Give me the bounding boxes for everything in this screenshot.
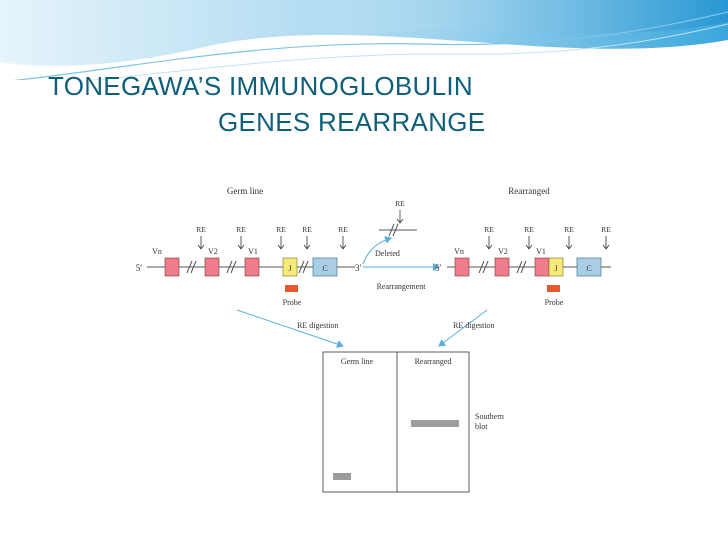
- down-arrow-icon: [525, 236, 533, 250]
- germline-v2-label: V2: [208, 247, 218, 256]
- rearrangement-figure: Germ line Rearranged 5′ 3′ J C Vn V2 V1: [117, 152, 613, 502]
- blot-rearranged-header: Rearranged: [415, 357, 452, 366]
- rearranged-probe-label: Probe: [545, 298, 564, 307]
- germline-c-segment: [312, 257, 338, 277]
- re-label: RE: [236, 225, 246, 234]
- germline-v1-segment: [244, 257, 260, 277]
- germline-re-site-4: RE: [302, 225, 312, 250]
- re-digestion-arrow-right: [438, 309, 488, 347]
- germline-3prime: 3′: [355, 263, 362, 273]
- germline-j-segment: [282, 257, 298, 277]
- rearranged-5prime: 5′: [435, 263, 442, 273]
- germline-v1-label: V1: [248, 247, 258, 256]
- break-mark-deleted: [388, 223, 399, 237]
- header-wave-banner: [0, 0, 728, 80]
- deleted-label: Deleted: [375, 249, 400, 258]
- rearranged-v2-segment: [494, 257, 510, 277]
- down-arrow-icon: [396, 210, 404, 224]
- rearranged-re-site-1: RE: [484, 225, 494, 250]
- rearranged-re-site-2: RE: [524, 225, 534, 250]
- germline-c-label: C: [322, 264, 327, 273]
- break-mark-2: [226, 260, 237, 274]
- rearrangement-diagram: Germ line Rearranged 5′ 3′ J C Vn V2 V1: [136, 186, 611, 493]
- down-arrow-icon: [303, 236, 311, 250]
- down-arrow-icon: [339, 236, 347, 250]
- rearranged-band: [411, 420, 459, 427]
- re-digestion-label-right: RE digestion: [453, 321, 495, 330]
- down-arrow-icon: [277, 236, 285, 250]
- germline-probe-label: Probe: [283, 298, 302, 307]
- break-mark-5: [516, 260, 527, 274]
- germline-v2-segment: [204, 257, 220, 277]
- down-arrow-icon: [197, 236, 205, 250]
- germline-vn-segment: [164, 257, 180, 277]
- deleted-re-label: RE: [395, 199, 405, 208]
- re-label: RE: [276, 225, 286, 234]
- break-mark-3: [298, 260, 309, 274]
- germline-5prime: 5′: [136, 263, 143, 273]
- slide-title-line2: GENES REARRANGE: [218, 107, 486, 137]
- break-mark-1: [186, 260, 197, 274]
- re-digestion-arrow-left: [236, 309, 344, 348]
- rearranged-v1-segment: [534, 257, 550, 277]
- slide-title: TONEGAWA’S IMMUNOGLOBULIN GENES REARRANG…: [48, 68, 485, 140]
- rearranged-v1-label: V1: [536, 247, 546, 256]
- rearranged-v2-label: V2: [498, 247, 508, 256]
- rearranged-c-segment: [576, 257, 602, 277]
- down-arrow-icon: [602, 236, 610, 250]
- re-label: RE: [302, 225, 312, 234]
- re-label: RE: [484, 225, 494, 234]
- southern-blot-label-line1: Southern: [475, 412, 504, 421]
- re-label: RE: [601, 225, 611, 234]
- break-mark-4: [478, 260, 489, 274]
- rearranged-re-site-4: RE: [601, 225, 611, 250]
- down-arrow-icon: [237, 236, 245, 250]
- germline-re-site-3: RE: [276, 225, 286, 250]
- re-digestion-label-left: RE digestion: [297, 321, 339, 330]
- germline-chromosome: 5′ 3′ J C Vn V2 V1 RE RE: [136, 225, 362, 307]
- rearranged-j-label: J: [554, 264, 557, 273]
- re-label: RE: [196, 225, 206, 234]
- germline-vn-label: Vn: [152, 247, 162, 256]
- rearranged-vn-segment: [454, 257, 470, 277]
- germline-re-site-5: RE: [338, 225, 348, 250]
- re-label: RE: [564, 225, 574, 234]
- germline-probe: [285, 285, 298, 292]
- germline-band: [333, 473, 351, 480]
- germline-re-site-2: RE: [236, 225, 246, 250]
- germline-re-site-1: RE: [196, 225, 206, 250]
- southern-blot-gel: Germ line Rearranged: [322, 351, 470, 493]
- southern-blot-label-line2: blot: [475, 422, 488, 431]
- deleted-fragment: RE Deleted: [362, 199, 417, 265]
- rearranged-re-site-3: RE: [564, 225, 574, 250]
- down-arrow-icon: [485, 236, 493, 250]
- slide-title-line1: TONEGAWA’S IMMUNOGLOBULIN: [48, 71, 473, 101]
- deleted-arrow: [362, 236, 392, 265]
- re-label: RE: [524, 225, 534, 234]
- rearranged-heading: Rearranged: [508, 186, 550, 196]
- rearranged-chromosome: 5′ J C Vn V2 V1 RE RE RE: [435, 225, 611, 307]
- rearranged-c-label: C: [586, 264, 591, 273]
- rearranged-j-segment: [548, 257, 564, 277]
- germline-heading: Germ line: [227, 186, 263, 196]
- rearranged-probe: [547, 285, 560, 292]
- germline-j-label: J: [288, 264, 291, 273]
- down-arrow-icon: [565, 236, 573, 250]
- rearrangement-label: Rearrangement: [377, 282, 427, 291]
- rearranged-vn-label: Vn: [454, 247, 464, 256]
- blot-germline-header: Germ line: [341, 357, 374, 366]
- re-label: RE: [338, 225, 348, 234]
